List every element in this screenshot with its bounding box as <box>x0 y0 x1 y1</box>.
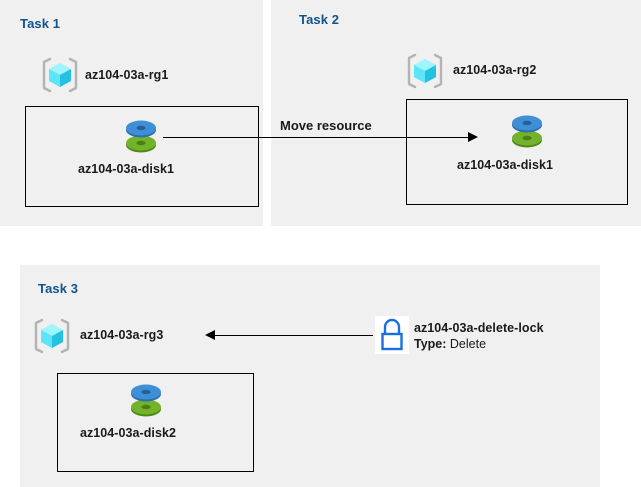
move-resource-arrowhead <box>468 132 478 142</box>
lock-connector-line <box>215 335 373 336</box>
resource-group-label-rg2: az104-03a-rg2 <box>453 63 537 77</box>
managed-disk-icon <box>507 108 547 152</box>
panel-title-task-1: Task 1 <box>20 16 61 31</box>
managed-disk-icon <box>126 377 166 421</box>
resource-label-disk2: az104-03a-disk2 <box>80 426 176 440</box>
lock-connector-arrowhead <box>205 330 215 340</box>
panel-task-3: Task 3 az104-03a-rg3 <box>20 265 600 487</box>
panel-title-task-2: Task 2 <box>299 12 340 27</box>
move-resource-connector-line <box>163 137 470 138</box>
resource-label-disk1-moved: az104-03a-disk1 <box>457 158 553 172</box>
resource-group-icon <box>406 52 444 90</box>
managed-disk-icon <box>121 113 161 157</box>
resource-group-boundary-task-2 <box>406 99 628 205</box>
move-resource-label: Move resource <box>280 118 372 133</box>
resource-group-label-rg1: az104-03a-rg1 <box>85 68 169 82</box>
lock-type-row: Type: Delete <box>414 337 486 351</box>
panel-task-1: Task 1 az104-03a-rg1 <box>0 0 263 226</box>
resource-group-icon <box>41 56 79 94</box>
resource-label-disk1: az104-03a-disk1 <box>78 162 174 176</box>
resource-group-label-rg3: az104-03a-rg3 <box>80 328 164 342</box>
panel-task-2: Task 2 az104-03a-rg2 <box>271 0 641 226</box>
lock-label: az104-03a-delete-lock <box>414 321 544 335</box>
panel-title-task-3: Task 3 <box>38 281 79 296</box>
padlock-icon <box>375 316 409 354</box>
resource-group-icon <box>33 317 71 355</box>
lock-type-value: Delete <box>449 337 487 351</box>
lock-type-key: Type: <box>414 337 447 351</box>
resource-group-boundary-task-3 <box>57 373 254 472</box>
resource-group-boundary-task-1 <box>25 106 259 207</box>
